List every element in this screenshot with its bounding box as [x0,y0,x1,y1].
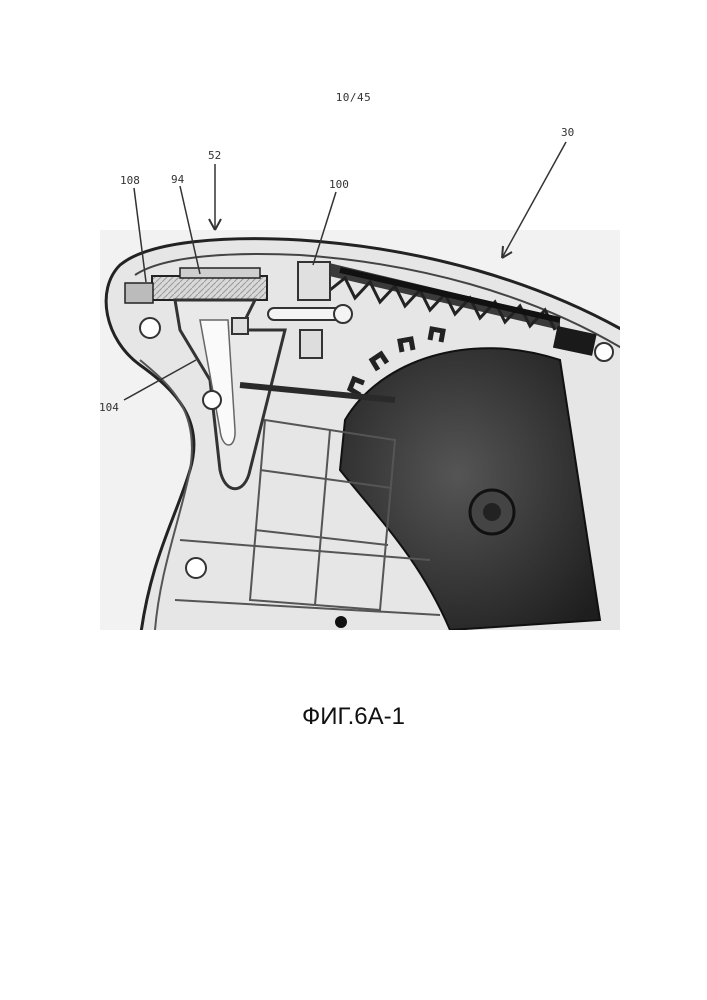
ref-label-94: 94 [171,173,184,186]
housing-cutaway [100,230,640,640]
figure-caption: ФИГ.6А-1 [0,703,707,731]
ref-label-108: 108 [120,174,140,187]
ref-label-52: 52 [208,149,221,162]
ref-label-104: 104 [99,401,119,414]
patent-drawing [0,0,707,660]
ref-label-30: 30 [561,126,574,139]
ref-label-100: 100 [329,178,349,191]
